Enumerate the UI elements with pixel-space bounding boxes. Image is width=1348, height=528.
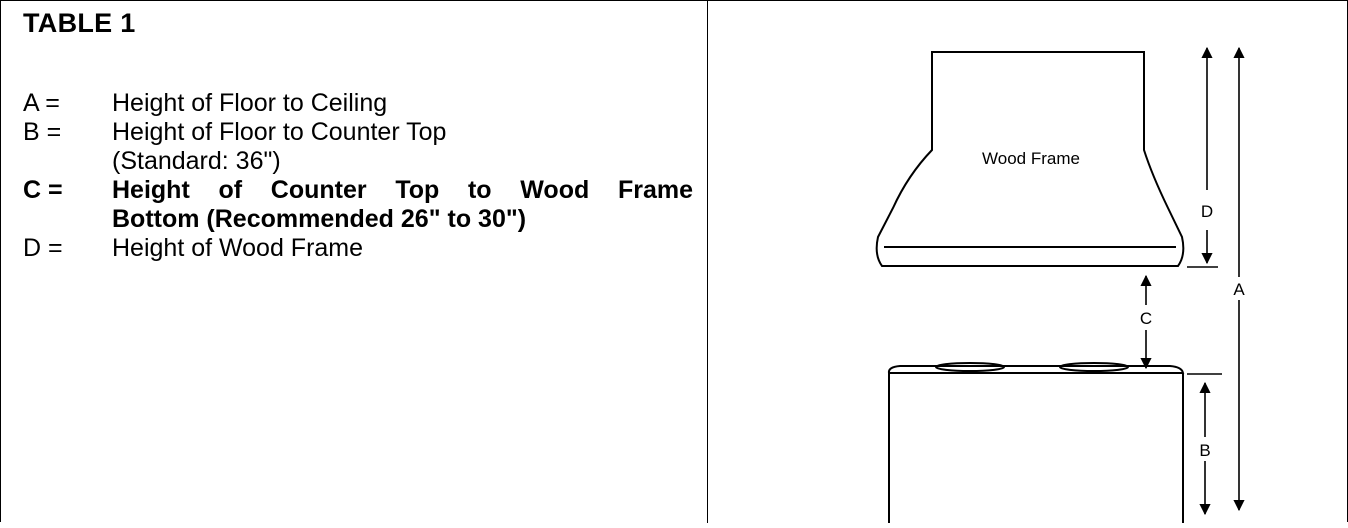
- hood-diagram: Wood Frame D A C: [875, 46, 1245, 523]
- dimension-label-d: D: [1201, 202, 1213, 221]
- definitions-list: A = Height of Floor to Ceiling B = Heigh…: [23, 89, 693, 263]
- table-title: TABLE 1: [23, 8, 136, 38]
- definition-b: B = Height of Floor to Counter Top (Stan…: [23, 118, 693, 176]
- definition-text-b: Height of Floor to Counter Top (Standard…: [112, 118, 693, 176]
- definition-key-b: B =: [23, 118, 62, 146]
- definition-line: Bottom (Recommended 26" to 30"): [112, 205, 527, 233]
- definition-d: D = Height of Wood Frame: [23, 234, 693, 263]
- definition-c: C = Height of Counter Top to Wood Frame …: [23, 176, 693, 234]
- definition-line: Height of Counter Top to Wood Frame: [112, 176, 693, 204]
- definition-line: Height of Wood Frame: [112, 234, 364, 262]
- definition-key-d: D =: [23, 234, 63, 262]
- wood-frame-label: Wood Frame: [982, 149, 1080, 168]
- definition-line: Height of Floor to Counter Top: [112, 118, 447, 146]
- counter-shape: [887, 362, 1185, 523]
- definitions-panel: TABLE 1 A = Height of Floor to Ceiling B…: [23, 8, 693, 263]
- ref-lines: [1187, 266, 1222, 375]
- definition-a: A = Height of Floor to Ceiling: [23, 89, 693, 118]
- wood-frame-shape: [875, 51, 1185, 267]
- definition-text-a: Height of Floor to Ceiling: [112, 89, 693, 118]
- dimension-label-b: B: [1199, 441, 1210, 460]
- definition-text-c: Height of Counter Top to Wood Frame Bott…: [112, 176, 693, 234]
- definition-key-c: C =: [23, 176, 63, 204]
- dimension-label-a: A: [1233, 280, 1245, 299]
- definition-text-d: Height of Wood Frame: [112, 234, 693, 263]
- definition-line: Height of Floor to Ceiling: [112, 89, 388, 117]
- column-divider: [707, 0, 708, 523]
- definition-key-a: A =: [23, 89, 60, 117]
- definition-line: (Standard: 36"): [112, 147, 281, 175]
- diagram-panel: Wood Frame D A C: [708, 0, 1348, 523]
- dimension-label-c: C: [1140, 309, 1152, 328]
